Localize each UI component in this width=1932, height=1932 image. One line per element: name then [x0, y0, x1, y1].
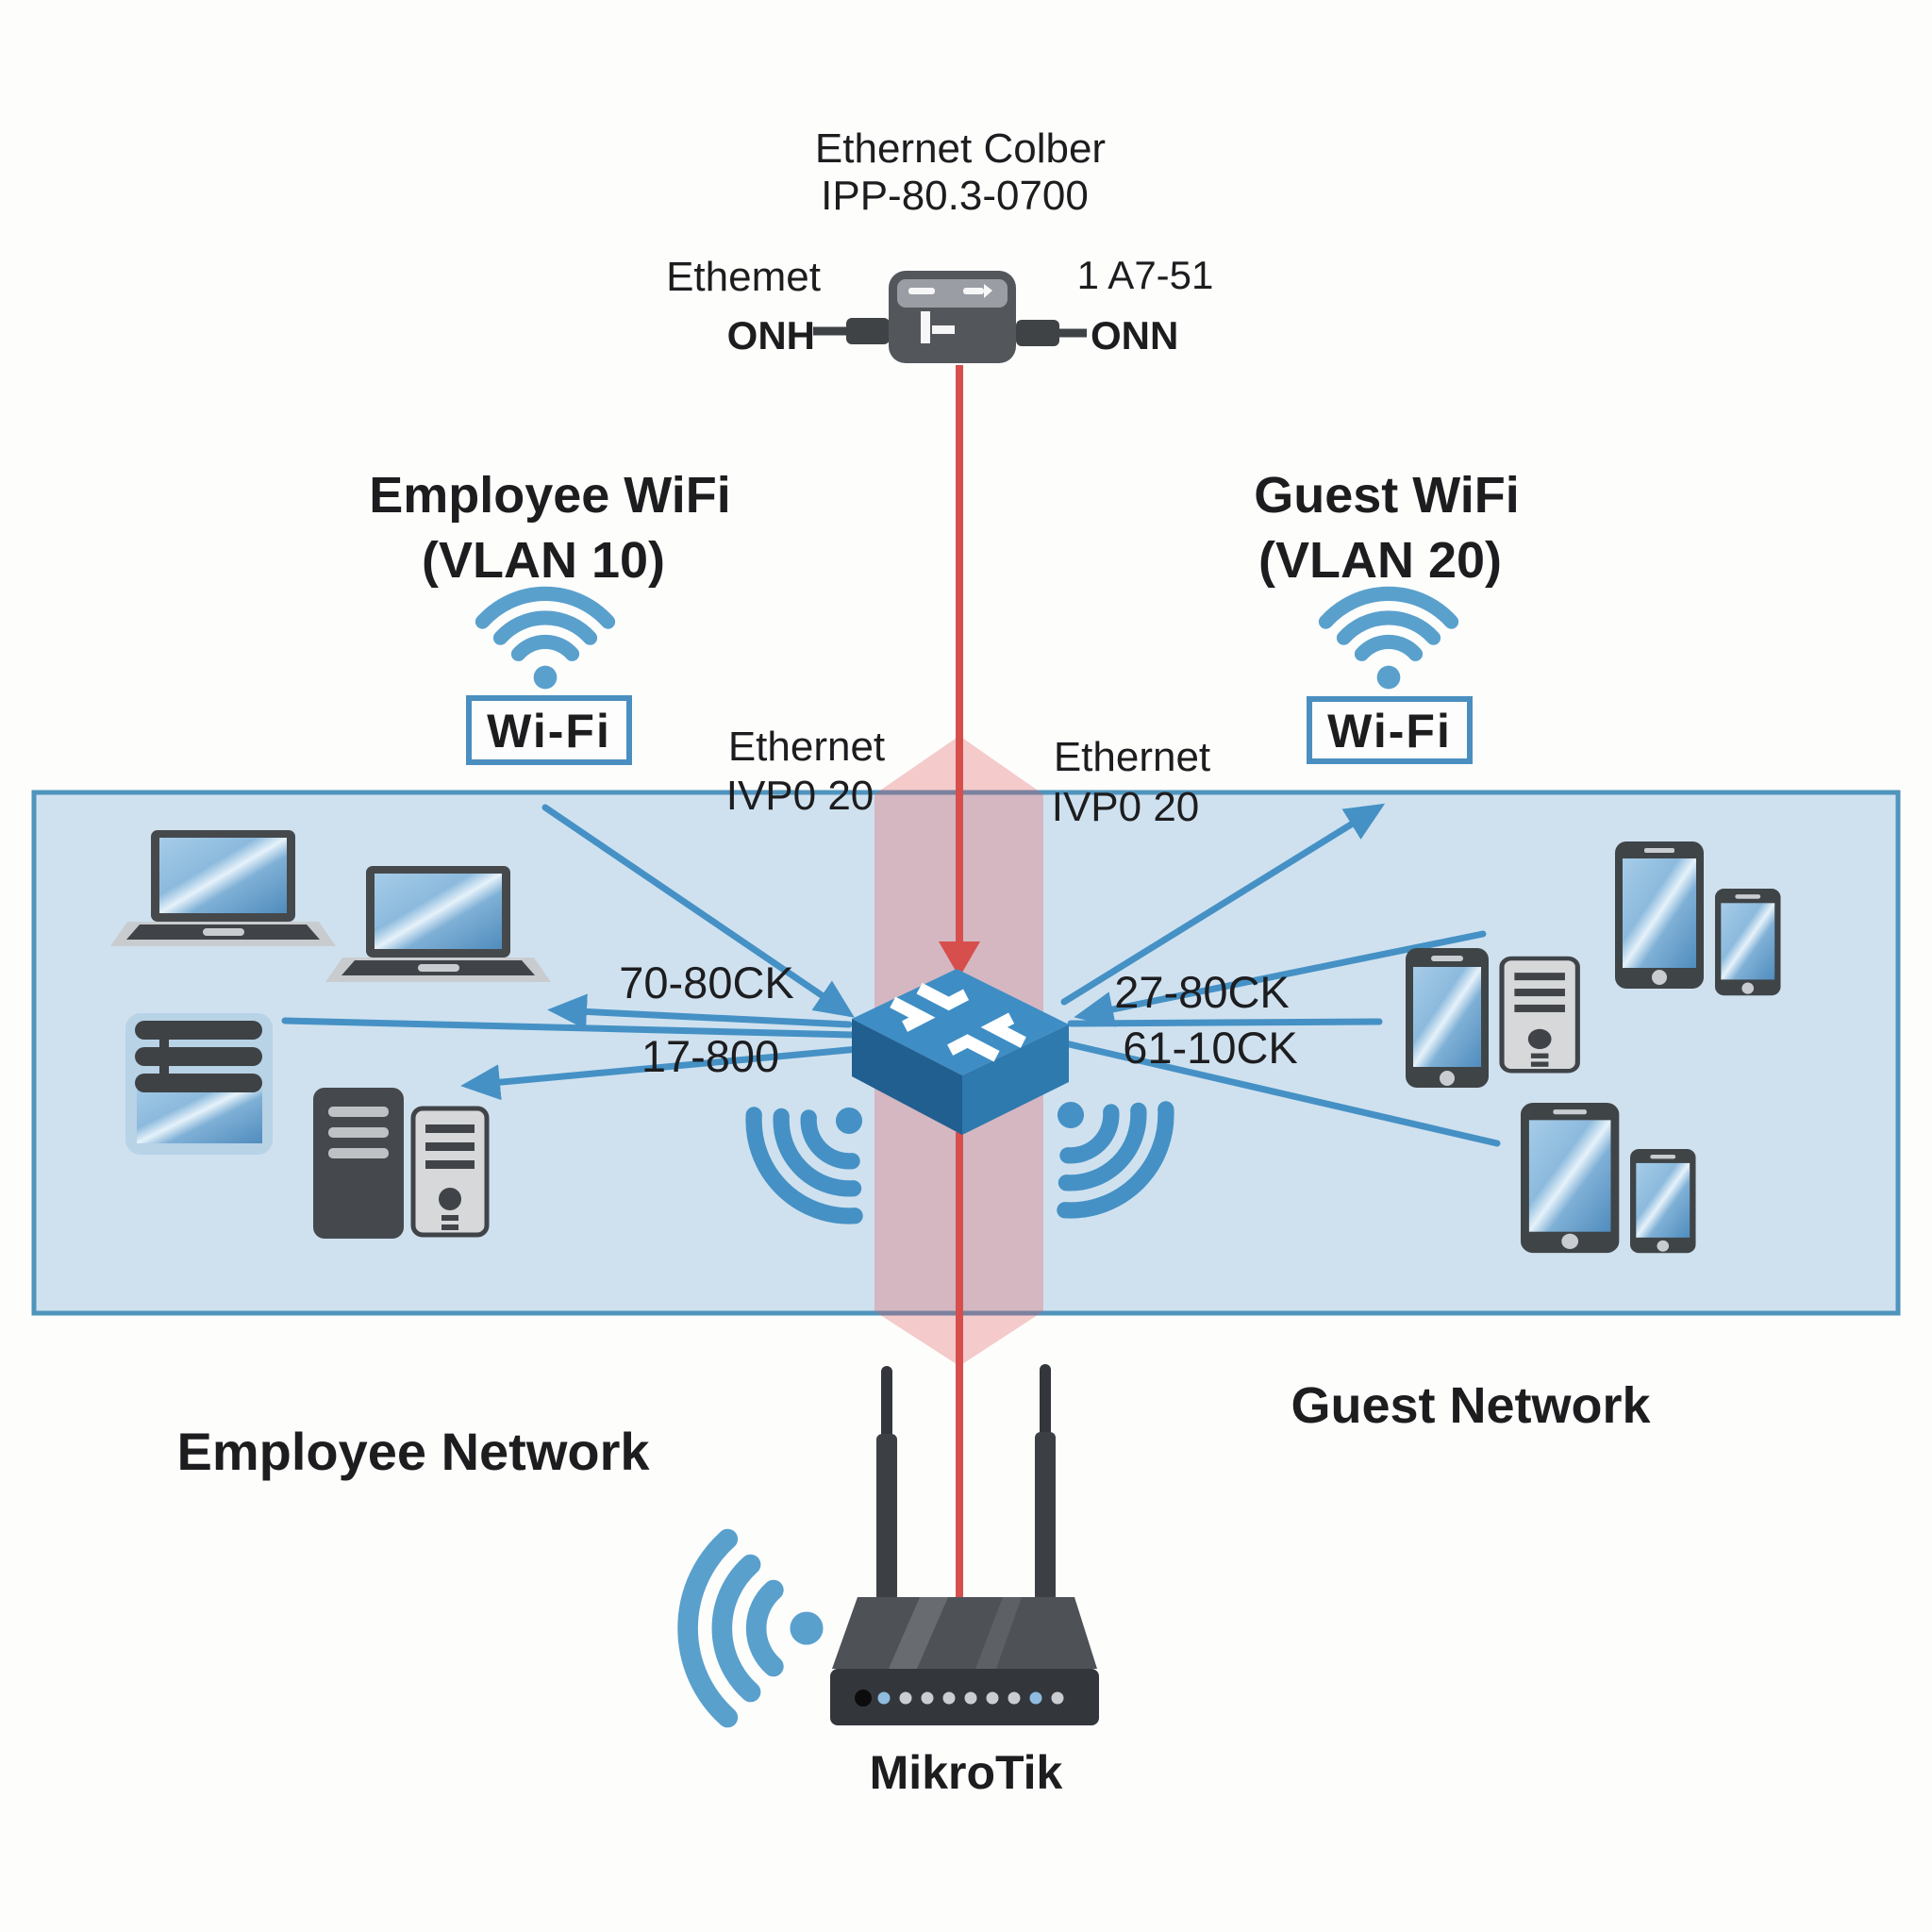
desktop-tower-light-icon — [413, 1108, 487, 1235]
link-line-switch-to-guest-wifi — [1060, 803, 1386, 1006]
employee-link-label-bottom: 17-800 — [641, 1031, 779, 1081]
guest-wifi-badge-label: Wi-Fi — [1327, 705, 1452, 758]
link-line-switch-to-server-stack — [281, 1017, 858, 1039]
tablet-icon — [1521, 1103, 1620, 1254]
employee-trunk-label-line1: Ethernet — [728, 724, 885, 770]
smartphone-icon — [1630, 1149, 1696, 1254]
link-line-employee-wifi-to-switch — [541, 804, 855, 1018]
tablet-icon — [1615, 841, 1704, 989]
desktop-tower-light-icon — [1502, 958, 1577, 1071]
guest-link-label-top: 27-80CK — [1114, 967, 1290, 1017]
employee-link-label-top: 70-80CK — [619, 958, 794, 1008]
guest-wifi-badge: Wi-Fi — [1307, 696, 1473, 764]
guest-wifi-heading-line2: (VLAN 20) — [1258, 532, 1502, 589]
employee-network-label: Employee Network — [176, 1422, 650, 1481]
switch-device — [852, 969, 1069, 1135]
coupler-title-line2: IPP-80.3-0700 — [821, 173, 1089, 219]
red-arrow-down-icon — [939, 941, 980, 977]
guest-link-label-bottom: 61-10CK — [1123, 1023, 1298, 1073]
link-line-switch-to-guest-right — [1067, 1018, 1383, 1027]
coupler-left-connector-label: ONH — [727, 313, 815, 358]
coupler-right-connector-label: ONN — [1091, 313, 1178, 358]
link-line-switch-to-towers — [460, 1045, 862, 1101]
guest-trunk-label-line2: IVP0 20 — [1052, 784, 1200, 830]
guest-wifi-heading-line1: Guest WiFi — [1254, 467, 1520, 524]
coupler-left-label: Ethemet — [666, 254, 821, 300]
switch-port-glyphs — [875, 979, 1041, 1065]
link-line-switch-to-tablets — [1058, 1039, 1501, 1147]
router-wifi-signal-icon — [688, 1540, 823, 1718]
employee-wifi-signal-icon — [483, 593, 608, 689]
server-stack-icon — [125, 1013, 273, 1155]
employee-wifi-heading-line2: (VLAN 10) — [422, 532, 665, 589]
employee-wifi-badge: Wi-Fi — [466, 695, 632, 765]
coupler-title-line1: Ethernet Colber — [815, 125, 1106, 172]
coupler-right-plug — [1016, 320, 1059, 346]
desktop-tower-dark-icon — [313, 1088, 404, 1239]
smartphone-icon — [1406, 948, 1489, 1088]
employee-wifi-badge-label: Wi-Fi — [487, 705, 611, 758]
guest-network-label: Guest Network — [1291, 1377, 1651, 1434]
link-line-switch-to-laptop — [547, 993, 853, 1030]
employee-trunk-label-line2: IVP0 20 — [726, 773, 874, 819]
mikrotik-router-device — [830, 1364, 1099, 1725]
red-trunk-line — [939, 365, 980, 1623]
smartphone-icon — [1715, 889, 1781, 996]
ethernet-coupler-device — [813, 271, 1087, 363]
coupler-right-label: 1 A7-51 — [1077, 253, 1214, 297]
employee-wifi-heading-line1: Employee WiFi — [369, 467, 731, 524]
coupler-left-plug — [846, 318, 890, 344]
link-lines — [281, 803, 1501, 1147]
link-line-phone-to-switch — [1074, 930, 1487, 1027]
guest-wifi-signal-icon — [1326, 593, 1452, 689]
guest-trunk-label-line1: Ethernet — [1054, 734, 1210, 780]
router-label: MikroTik — [870, 1746, 1063, 1799]
